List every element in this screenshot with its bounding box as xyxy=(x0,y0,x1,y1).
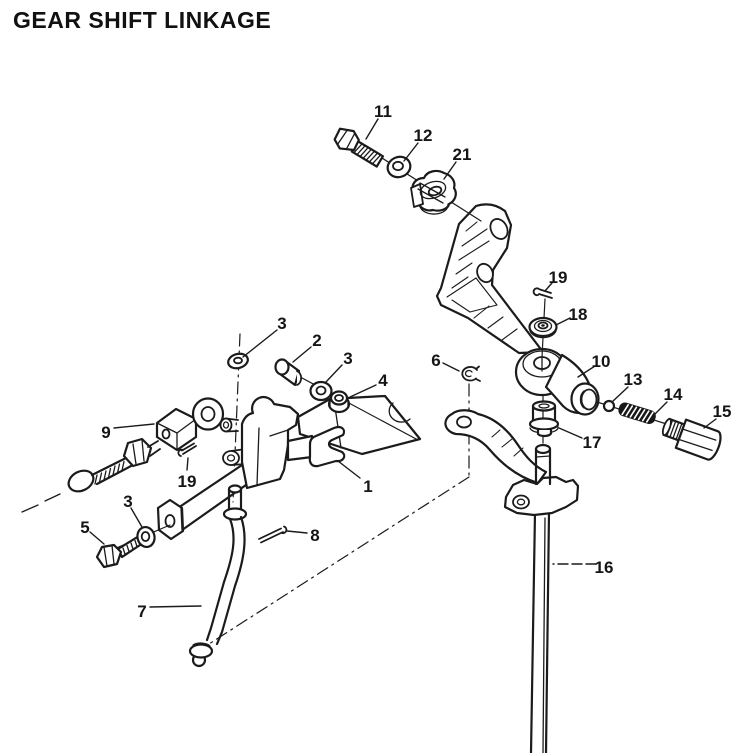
clevis-pin-stub xyxy=(219,417,239,433)
callout-21-2: 21 xyxy=(453,145,472,164)
plate-pin xyxy=(534,443,552,486)
part-14-spring xyxy=(618,402,656,425)
callout-leader-13-6 xyxy=(611,386,629,403)
callout-17-9: 17 xyxy=(583,433,602,452)
callout-leader-19-16 xyxy=(186,457,189,471)
part-15-plug-screw xyxy=(661,417,722,461)
bracket1-block xyxy=(240,395,300,490)
part-19-cotter-pin-upper xyxy=(532,287,553,299)
callout-leader-10-5 xyxy=(577,365,596,378)
fork-arm xyxy=(286,434,314,462)
callout-5-19: 5 xyxy=(80,518,89,537)
callout-leader-7-21 xyxy=(149,605,202,608)
callout-leader-3-18 xyxy=(130,507,143,528)
clevis-hole xyxy=(161,428,171,440)
callout-7-21: 7 xyxy=(137,602,146,621)
callout-16-22: 16 xyxy=(595,558,614,577)
rod-top-pin xyxy=(222,484,248,521)
part-12-washer xyxy=(386,155,412,179)
callout-3-18: 3 xyxy=(123,492,132,511)
part-19-cotter-pin-lower xyxy=(177,442,197,457)
callout-leader-6-10 xyxy=(442,362,460,372)
part-8-cotter-pin xyxy=(258,525,288,544)
callout-9-15: 9 xyxy=(101,423,110,442)
part-17-bushing xyxy=(528,400,560,438)
callout-3-11: 3 xyxy=(277,314,286,333)
callout-leader-19-3 xyxy=(544,282,553,292)
callout-6-10: 6 xyxy=(431,351,440,370)
bracket-hatching xyxy=(446,221,518,341)
callout-19-16: 19 xyxy=(178,472,197,491)
callout-18-4: 18 xyxy=(569,305,588,324)
part-6-e-clip xyxy=(461,365,481,382)
lower-pivot-arm-assembly xyxy=(444,409,580,517)
callout-13-6: 13 xyxy=(624,370,643,389)
cable-adjuster-nut xyxy=(122,437,153,468)
cable-dash-1 xyxy=(21,504,39,513)
callout-leader-12-1 xyxy=(403,142,419,162)
callout-leader-11-0 xyxy=(365,118,379,140)
callout-leader-8-20 xyxy=(286,530,308,534)
cable-dash-2 xyxy=(44,493,61,502)
callout-10-5: 10 xyxy=(592,352,611,371)
part-10-shift-arm xyxy=(435,203,600,416)
callout-leader-14-7 xyxy=(651,401,668,418)
bracket-hole-upper xyxy=(489,218,509,240)
callout-leader-15-8 xyxy=(703,418,717,429)
cable-threads xyxy=(94,460,125,485)
callout-11-0: 11 xyxy=(374,102,392,121)
bent-end-hole xyxy=(164,514,176,528)
callout-leader-9-15 xyxy=(113,423,155,429)
callout-leader-5-19 xyxy=(89,531,105,545)
part-11-bolt xyxy=(333,127,385,168)
part-3-washer-lower xyxy=(136,525,156,549)
bolt-head xyxy=(333,127,360,152)
curved-arm xyxy=(444,409,548,485)
rod-attach-centerline xyxy=(208,476,470,645)
callout-3-13: 3 xyxy=(343,349,352,368)
plate-tab-hole xyxy=(512,494,530,510)
part-9-clevis xyxy=(155,397,225,452)
callout-leader-3-13 xyxy=(324,364,343,384)
callout-12-1: 12 xyxy=(414,126,433,145)
callout-14-7: 14 xyxy=(664,385,683,404)
callout-leader-4-14 xyxy=(349,384,377,398)
callout-4-14: 4 xyxy=(378,371,388,390)
callout-leader-17-9 xyxy=(558,427,583,439)
part-1-shift-lever-bracket xyxy=(156,394,422,541)
cable-end-assembly xyxy=(67,437,161,493)
fork-end xyxy=(308,426,346,468)
callout-leader-3-11 xyxy=(242,329,278,358)
callout-19-3: 19 xyxy=(549,268,568,287)
part-3-washer-middle xyxy=(309,380,333,402)
centerlines xyxy=(21,333,470,645)
part-2-pin xyxy=(274,358,303,387)
curved-arm-hole xyxy=(456,415,472,429)
callout-leader-1-17 xyxy=(337,460,361,479)
rod-collar xyxy=(222,507,248,521)
rod-ball-end xyxy=(188,642,214,668)
callout-8-20: 8 xyxy=(310,526,319,545)
part-5-bolt xyxy=(95,534,145,569)
part-4-nut xyxy=(327,390,351,414)
part-18-washer xyxy=(528,316,558,339)
page-title: GEAR SHIFT LINKAGE xyxy=(13,7,272,33)
part-16-shift-shaft xyxy=(529,510,551,753)
bolt5-head xyxy=(95,543,123,569)
part-21-clamp-nut xyxy=(410,169,457,215)
callout-1-17: 1 xyxy=(363,477,372,496)
callout-2-12: 2 xyxy=(312,331,321,350)
bracket-hole-lower xyxy=(476,262,494,284)
part-13-detent-ball xyxy=(602,399,616,413)
cable-ferrule xyxy=(67,469,95,493)
pin2-axis xyxy=(288,370,419,441)
callout-15-8: 15 xyxy=(713,402,732,421)
part-7-shift-rod xyxy=(188,484,248,668)
callout-leader-21-2 xyxy=(443,161,457,180)
callout-leader-2-12 xyxy=(292,346,312,363)
callout-leader-18-4 xyxy=(555,317,571,326)
